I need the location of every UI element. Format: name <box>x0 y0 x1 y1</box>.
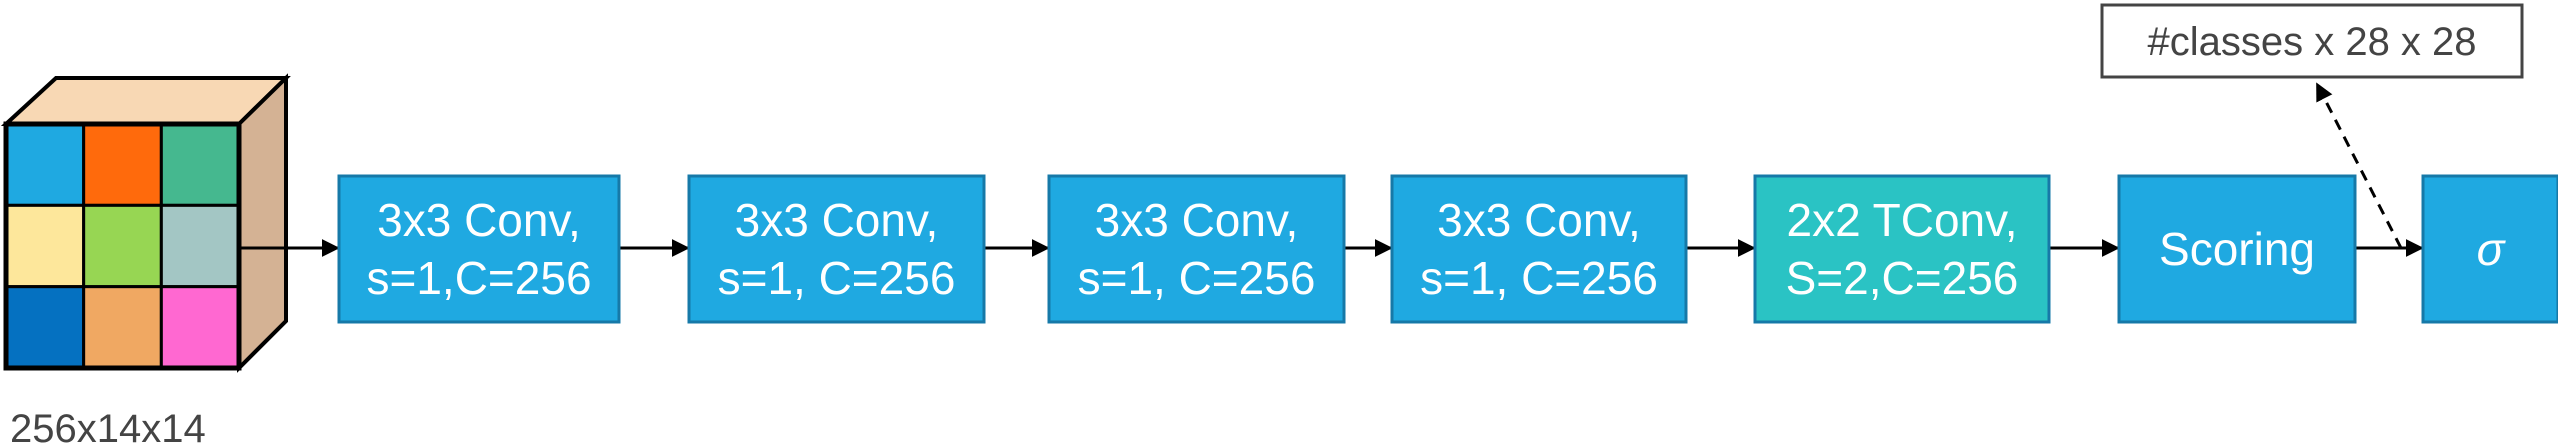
sigma-box: σ <box>2421 174 2558 324</box>
conv4-box: 3x3 Conv, s=1, C=256 <box>1390 174 1688 324</box>
conv3-box: 3x3 Conv, s=1, C=256 <box>1047 174 1346 324</box>
connectors <box>239 82 2424 257</box>
cube-cell <box>82 203 163 289</box>
arrow-to-output-label <box>2315 82 2403 249</box>
conv1-label-line: 3x3 Conv, <box>377 194 581 246</box>
cube-front-grid <box>4 122 241 370</box>
conv3-label-line: s=1, C=256 <box>1078 252 1316 304</box>
conv1-box: 3x3 Conv, s=1,C=256 <box>337 174 621 324</box>
input-tensor-label: 256x14x14 <box>10 407 206 447</box>
scoring-label-line: Scoring <box>2159 223 2315 275</box>
cube-cell <box>4 285 86 370</box>
cube-side-face <box>237 73 288 373</box>
conv2-label-line: s=1, C=256 <box>718 252 956 304</box>
conv1-label-line: s=1,C=256 <box>366 252 591 304</box>
output-shape-box: #classes x 28 x 28 <box>2100 3 2524 79</box>
cube-cell <box>159 203 241 289</box>
output-shape-label: #classes x 28 x 28 <box>2147 20 2476 64</box>
cube-cell <box>82 122 163 207</box>
tconv-label-line: S=2,C=256 <box>1786 252 2019 304</box>
cube-cell <box>82 285 163 370</box>
sigma-label-line: σ <box>2477 223 2507 275</box>
conv3-label-line: 3x3 Conv, <box>1095 194 1299 246</box>
cube-front-border <box>3 121 242 371</box>
cube-cell <box>4 122 86 207</box>
scoring-box: Scoring <box>2117 174 2357 324</box>
conv4-label-line: s=1, C=256 <box>1420 252 1658 304</box>
cube-cell <box>159 122 241 207</box>
tconv-label-line: 2x2 TConv, <box>1787 194 2018 246</box>
input-tensor-cube <box>0 73 291 373</box>
conv2-box: 3x3 Conv, s=1, C=256 <box>687 174 986 324</box>
conv4-label-line: 3x3 Conv, <box>1437 194 1641 246</box>
conv2-label-line: 3x3 Conv, <box>735 194 939 246</box>
cube-cell <box>159 285 241 370</box>
tconv-box: 2x2 TConv, S=2,C=256 <box>1753 174 2051 324</box>
cube-cell <box>4 203 86 289</box>
